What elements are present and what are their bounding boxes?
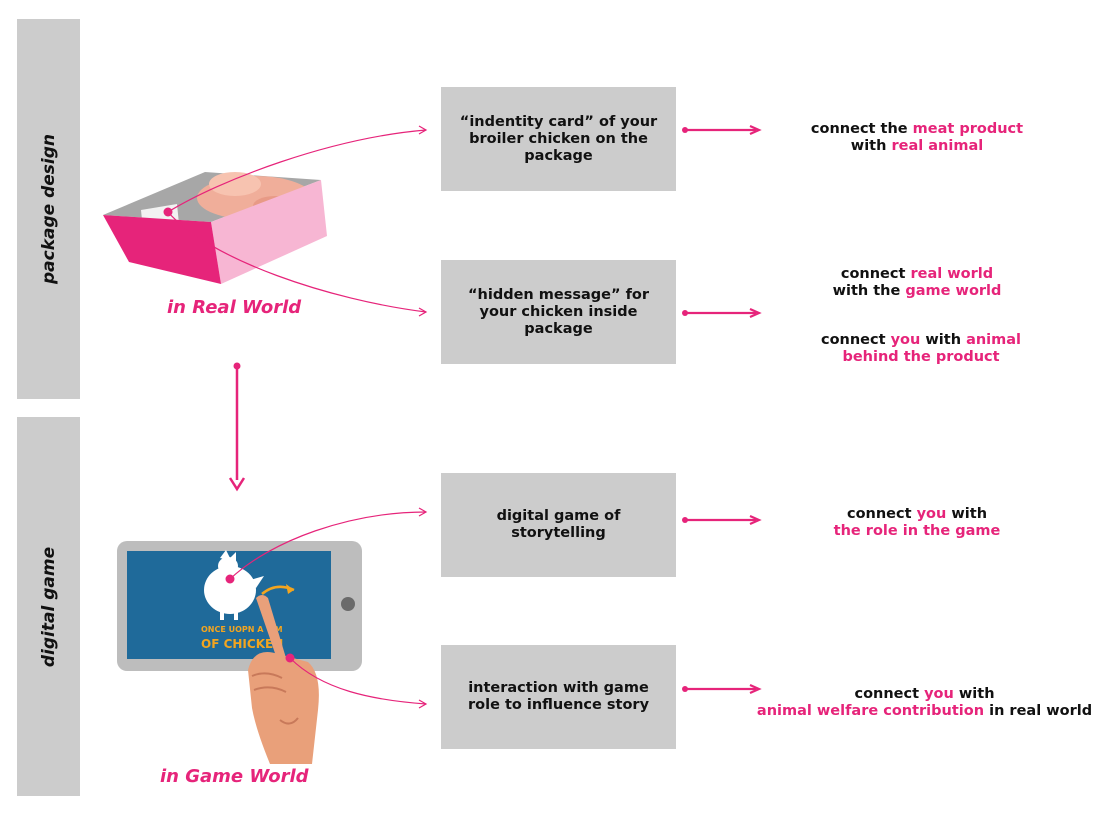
game-illustration-details [204,550,319,764]
highlight-text: you [890,332,921,348]
box-identity-card: “indentity card” of your broiler chicken… [441,87,676,191]
outcome-text: connect the [810,121,913,137]
finger-dot [285,653,295,663]
outcome-text: with [953,686,995,702]
outcome-text: with the [832,283,906,299]
box-digital-game: digital game of storytelling [441,473,676,577]
meat-package-illustration [103,172,327,284]
chicken-silhouette [204,550,264,620]
curve-to-identity-card [167,129,427,213]
outcome-text: with [920,332,967,348]
box-interaction: interaction with game role to influence … [441,645,676,749]
home-button [341,597,355,611]
game-title-line2: OF CHICKEN [201,637,284,651]
outcome-line: with real animal [806,138,1028,155]
outcome-text: connect [854,686,925,702]
outcome-line: with the game world [806,283,1028,300]
highlight-text: real world [910,266,994,282]
highlight-text: game world [905,283,1002,299]
chicken-dot [225,574,235,584]
arrow-real-to-game [228,362,246,492]
game-title-line1: ONCE UOPN A TIM [201,625,283,634]
box-hidden-message: “hidden message” for your chicken inside… [441,260,676,364]
highlight-text: you [916,506,947,522]
outcome-text: with [946,506,988,522]
real-world-label: in Real World [167,297,302,318]
outcome-text: connect [846,506,917,522]
highlight-text: real animal [891,138,984,154]
tray-side [211,180,327,284]
section-digital-game: digital game [17,417,80,796]
game-world-label: in Game World [160,766,309,787]
highlight-text: you [924,686,954,702]
outcome-line: connect you with [752,686,1097,703]
outcome-text: in real world [984,703,1093,719]
outcome-line: connect real world [806,266,1028,283]
outcome-line: connect the meat product [806,121,1028,138]
outcome-line: behind the product [806,349,1036,366]
section-package-design: package design [17,19,80,399]
outcome-line: animal welfare contribution in real worl… [752,703,1097,720]
outcome-line: connect you with [806,506,1028,523]
curve-to-interaction [289,657,427,705]
highlight-text: animal [966,332,1022,348]
outcome-line: the role in the game [806,523,1028,540]
outcome-text: with [850,138,892,154]
curve-to-digital-game [229,511,427,580]
hand-icon [248,595,319,764]
outcome-line: connect you with animal [806,332,1036,349]
curve-to-hidden-message [167,211,427,313]
outcome-text: connect [840,266,911,282]
outcome-text: connect [820,332,891,348]
box-to-outcome-arrows [685,124,762,695]
highlight-text: meat product [912,121,1024,137]
highlight-text: the role in the game [833,523,1001,539]
package-label-dot [163,207,173,217]
highlight-text: animal welfare contribution [756,703,985,719]
highlight-text: behind the product [842,349,1000,365]
